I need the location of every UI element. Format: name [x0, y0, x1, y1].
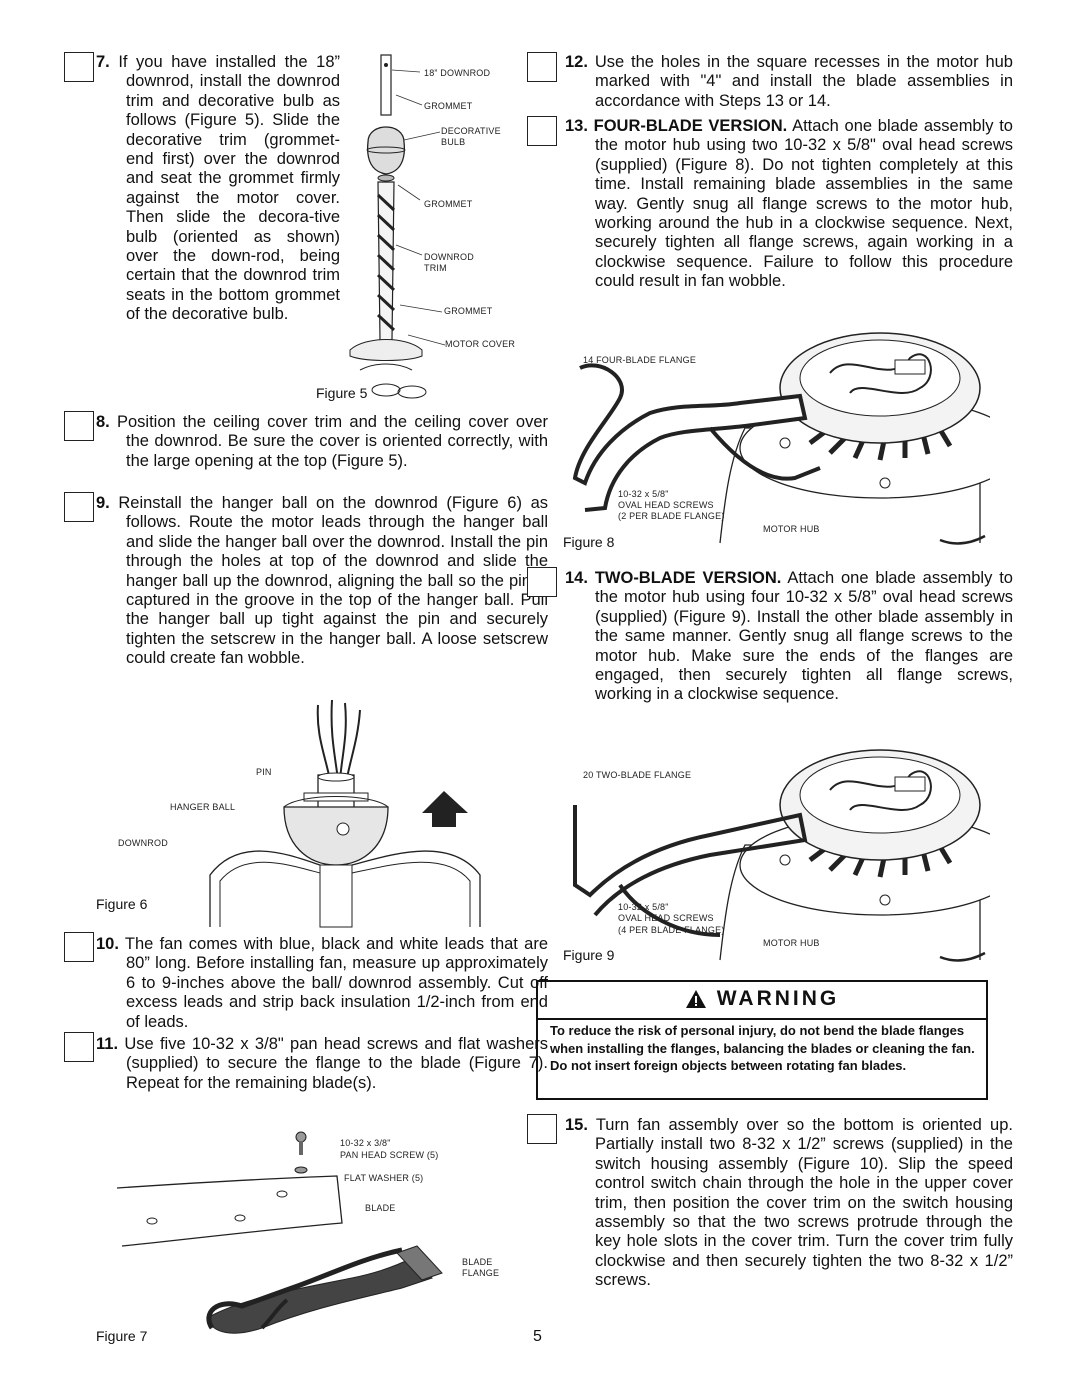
callout-grommet-top: GROMMET: [424, 101, 473, 111]
step-10-checkbox[interactable]: [64, 932, 94, 962]
step-10-text: The fan comes with blue, black and white…: [124, 935, 548, 1031]
callout-four-blade-flange: 14 FOUR-BLADE FLANGE: [583, 355, 697, 365]
step-11: 11. Use five 10-32 x 3/8" pan head screw…: [96, 1035, 548, 1093]
callout-fig9-oval-head: OVAL HEAD SCREWS: [618, 913, 714, 923]
step-11-checkbox[interactable]: [64, 1032, 94, 1062]
warning-box: WARNING To reduce the risk of personal i…: [536, 980, 988, 1100]
callout-fig9-per-flange: (4 PER BLADE FLANGE): [618, 925, 725, 935]
callout-motor-cover: MOTOR COVER: [445, 339, 516, 349]
step-13-checkbox[interactable]: [527, 116, 557, 146]
figure-7-label: Figure 7: [96, 1328, 148, 1344]
callout-screw-size: 10-32 x 3/8": [340, 1138, 391, 1148]
step-13-title: FOUR-BLADE VERSION.: [593, 117, 788, 135]
step-13: 13. FOUR-BLADE VERSION. Attach one blade…: [565, 117, 1013, 292]
figure-6-drawing: [209, 699, 481, 928]
step-11-number: 11.: [96, 1035, 119, 1053]
step-15-text: Turn fan assembly over so the bottom is …: [595, 1116, 1013, 1290]
callout-flat-washer: FLAT WASHER (5): [344, 1173, 424, 1183]
step-13-text: Attach one blade assembly to the motor h…: [595, 117, 1013, 291]
callout-blade: BLADE: [365, 1203, 396, 1213]
callout-decorative-bulb: DECORATIVE BULB: [441, 126, 501, 147]
step-7: 7. If you have installed the 18” downrod…: [96, 53, 340, 325]
figure-5-drawing: [349, 54, 427, 399]
warning-text: To reduce the risk of personal injury, d…: [550, 1023, 975, 1073]
step-7-checkbox[interactable]: [64, 52, 94, 82]
step-12-checkbox[interactable]: [527, 52, 557, 82]
callout-grommet-low: GROMMET: [444, 306, 493, 316]
figure-5-leader-lines: [391, 69, 446, 346]
callout-downrod-trim: DOWNROD TRIM: [424, 252, 474, 273]
callout-grommet-mid: GROMMET: [424, 199, 473, 209]
warning-title: WARNING: [716, 987, 840, 1010]
figure-9-drawing: [573, 749, 990, 962]
step-13-number: 13.: [565, 117, 588, 135]
step-14-text: Attach one blade assembly to the motor h…: [595, 569, 1013, 704]
step-9-text: Reinstall the hanger ball on the downrod…: [118, 494, 548, 668]
figure-9-label: Figure 9: [563, 947, 615, 963]
callout-fig8-oval-head: OVAL HEAD SCREWS: [618, 500, 714, 510]
figure-8-label: Figure 8: [563, 534, 615, 550]
step-12-number: 12.: [565, 53, 588, 71]
figure-5-label: Figure 5: [316, 385, 368, 401]
callout-hanger-ball: HANGER BALL: [170, 802, 236, 812]
callout-18-downrod: 18” DOWNROD: [424, 68, 491, 78]
step-10-number: 10.: [96, 935, 119, 953]
callout-fig8-motor-hub: MOTOR HUB: [763, 524, 820, 534]
step-15: 15. Turn fan assembly over so the bottom…: [565, 1116, 1013, 1291]
step-15-number: 15.: [565, 1116, 588, 1134]
figure-8-drawing: [572, 332, 990, 545]
figure-6-label: Figure 6: [96, 896, 148, 912]
step-9: 9. Reinstall the hanger ball on the down…: [96, 494, 548, 669]
step-14-checkbox[interactable]: [527, 567, 557, 597]
step-9-checkbox[interactable]: [64, 492, 94, 522]
callout-fig9-screw-size: 10-32 x 5/8": [618, 902, 669, 912]
step-7-number: 7.: [96, 53, 110, 71]
callout-fig8-screw-size: 10-32 x 5/8": [618, 489, 669, 499]
figure-7-drawing: [116, 1131, 443, 1334]
callout-blade-flange: BLADE FLANGE: [462, 1257, 500, 1278]
step-8-number: 8.: [96, 413, 110, 431]
step-10: 10. The fan comes with blue, black and w…: [96, 935, 548, 1032]
step-8-text: Position the ceiling cover trim and the …: [117, 413, 548, 470]
step-9-number: 9.: [96, 494, 110, 512]
callout-pin: PIN: [256, 767, 272, 777]
callout-fig9-motor-hub: MOTOR HUB: [763, 938, 820, 948]
step-14-title: TWO-BLADE VERSION.: [594, 569, 782, 587]
step-12-text: Use the holes in the square recesses in …: [594, 53, 1013, 110]
step-7-text: If you have installed the 18” downrod, i…: [118, 53, 340, 324]
step-14-number: 14.: [565, 569, 588, 587]
warning-triangle-icon: [685, 990, 706, 1009]
step-8: 8. Position the ceiling cover trim and t…: [96, 413, 548, 471]
callout-two-blade-flange: 20 TWO-BLADE FLANGE: [583, 770, 692, 780]
callout-fig8-per-flange: (2 PER BLADE FLANGE): [618, 511, 725, 521]
step-8-checkbox[interactable]: [64, 411, 94, 441]
warning-heading: WARNING: [538, 982, 986, 1020]
page-number: 5: [533, 1328, 542, 1345]
step-12: 12. Use the holes in the square recesses…: [565, 53, 1013, 111]
step-14: 14. TWO-BLADE VERSION. Attach one blade …: [565, 569, 1013, 705]
step-15-checkbox[interactable]: [527, 1114, 557, 1144]
callout-downrod: DOWNROD: [118, 838, 168, 848]
step-11-text: Use five 10-32 x 3/8" pan head screws an…: [124, 1035, 548, 1092]
callout-pan-head-screw: PAN HEAD SCREW (5): [340, 1150, 439, 1160]
